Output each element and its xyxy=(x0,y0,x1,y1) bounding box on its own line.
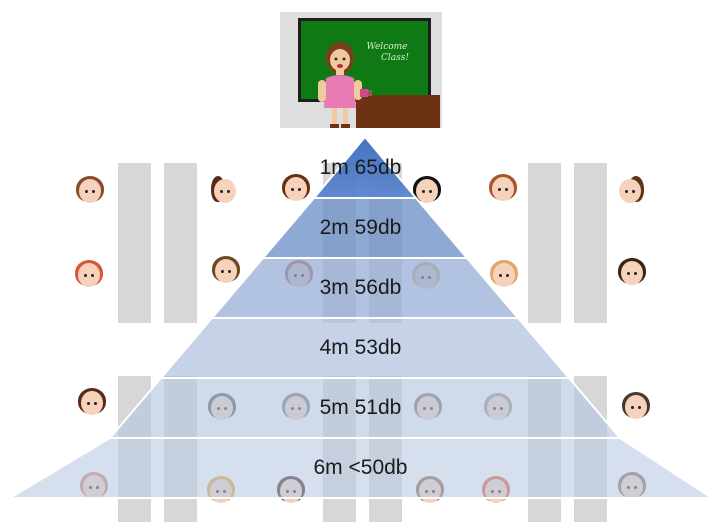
level-label-2m: 2m 59db xyxy=(0,216,721,240)
level-label-3m: 3m 56db xyxy=(0,276,721,300)
level-label-5m: 5m 51db xyxy=(0,396,721,420)
level-label-4m: 4m 53db xyxy=(0,336,721,360)
level-label-1m: 1m 65db xyxy=(0,156,721,180)
level-label-6m: 6m <50db xyxy=(0,456,721,480)
